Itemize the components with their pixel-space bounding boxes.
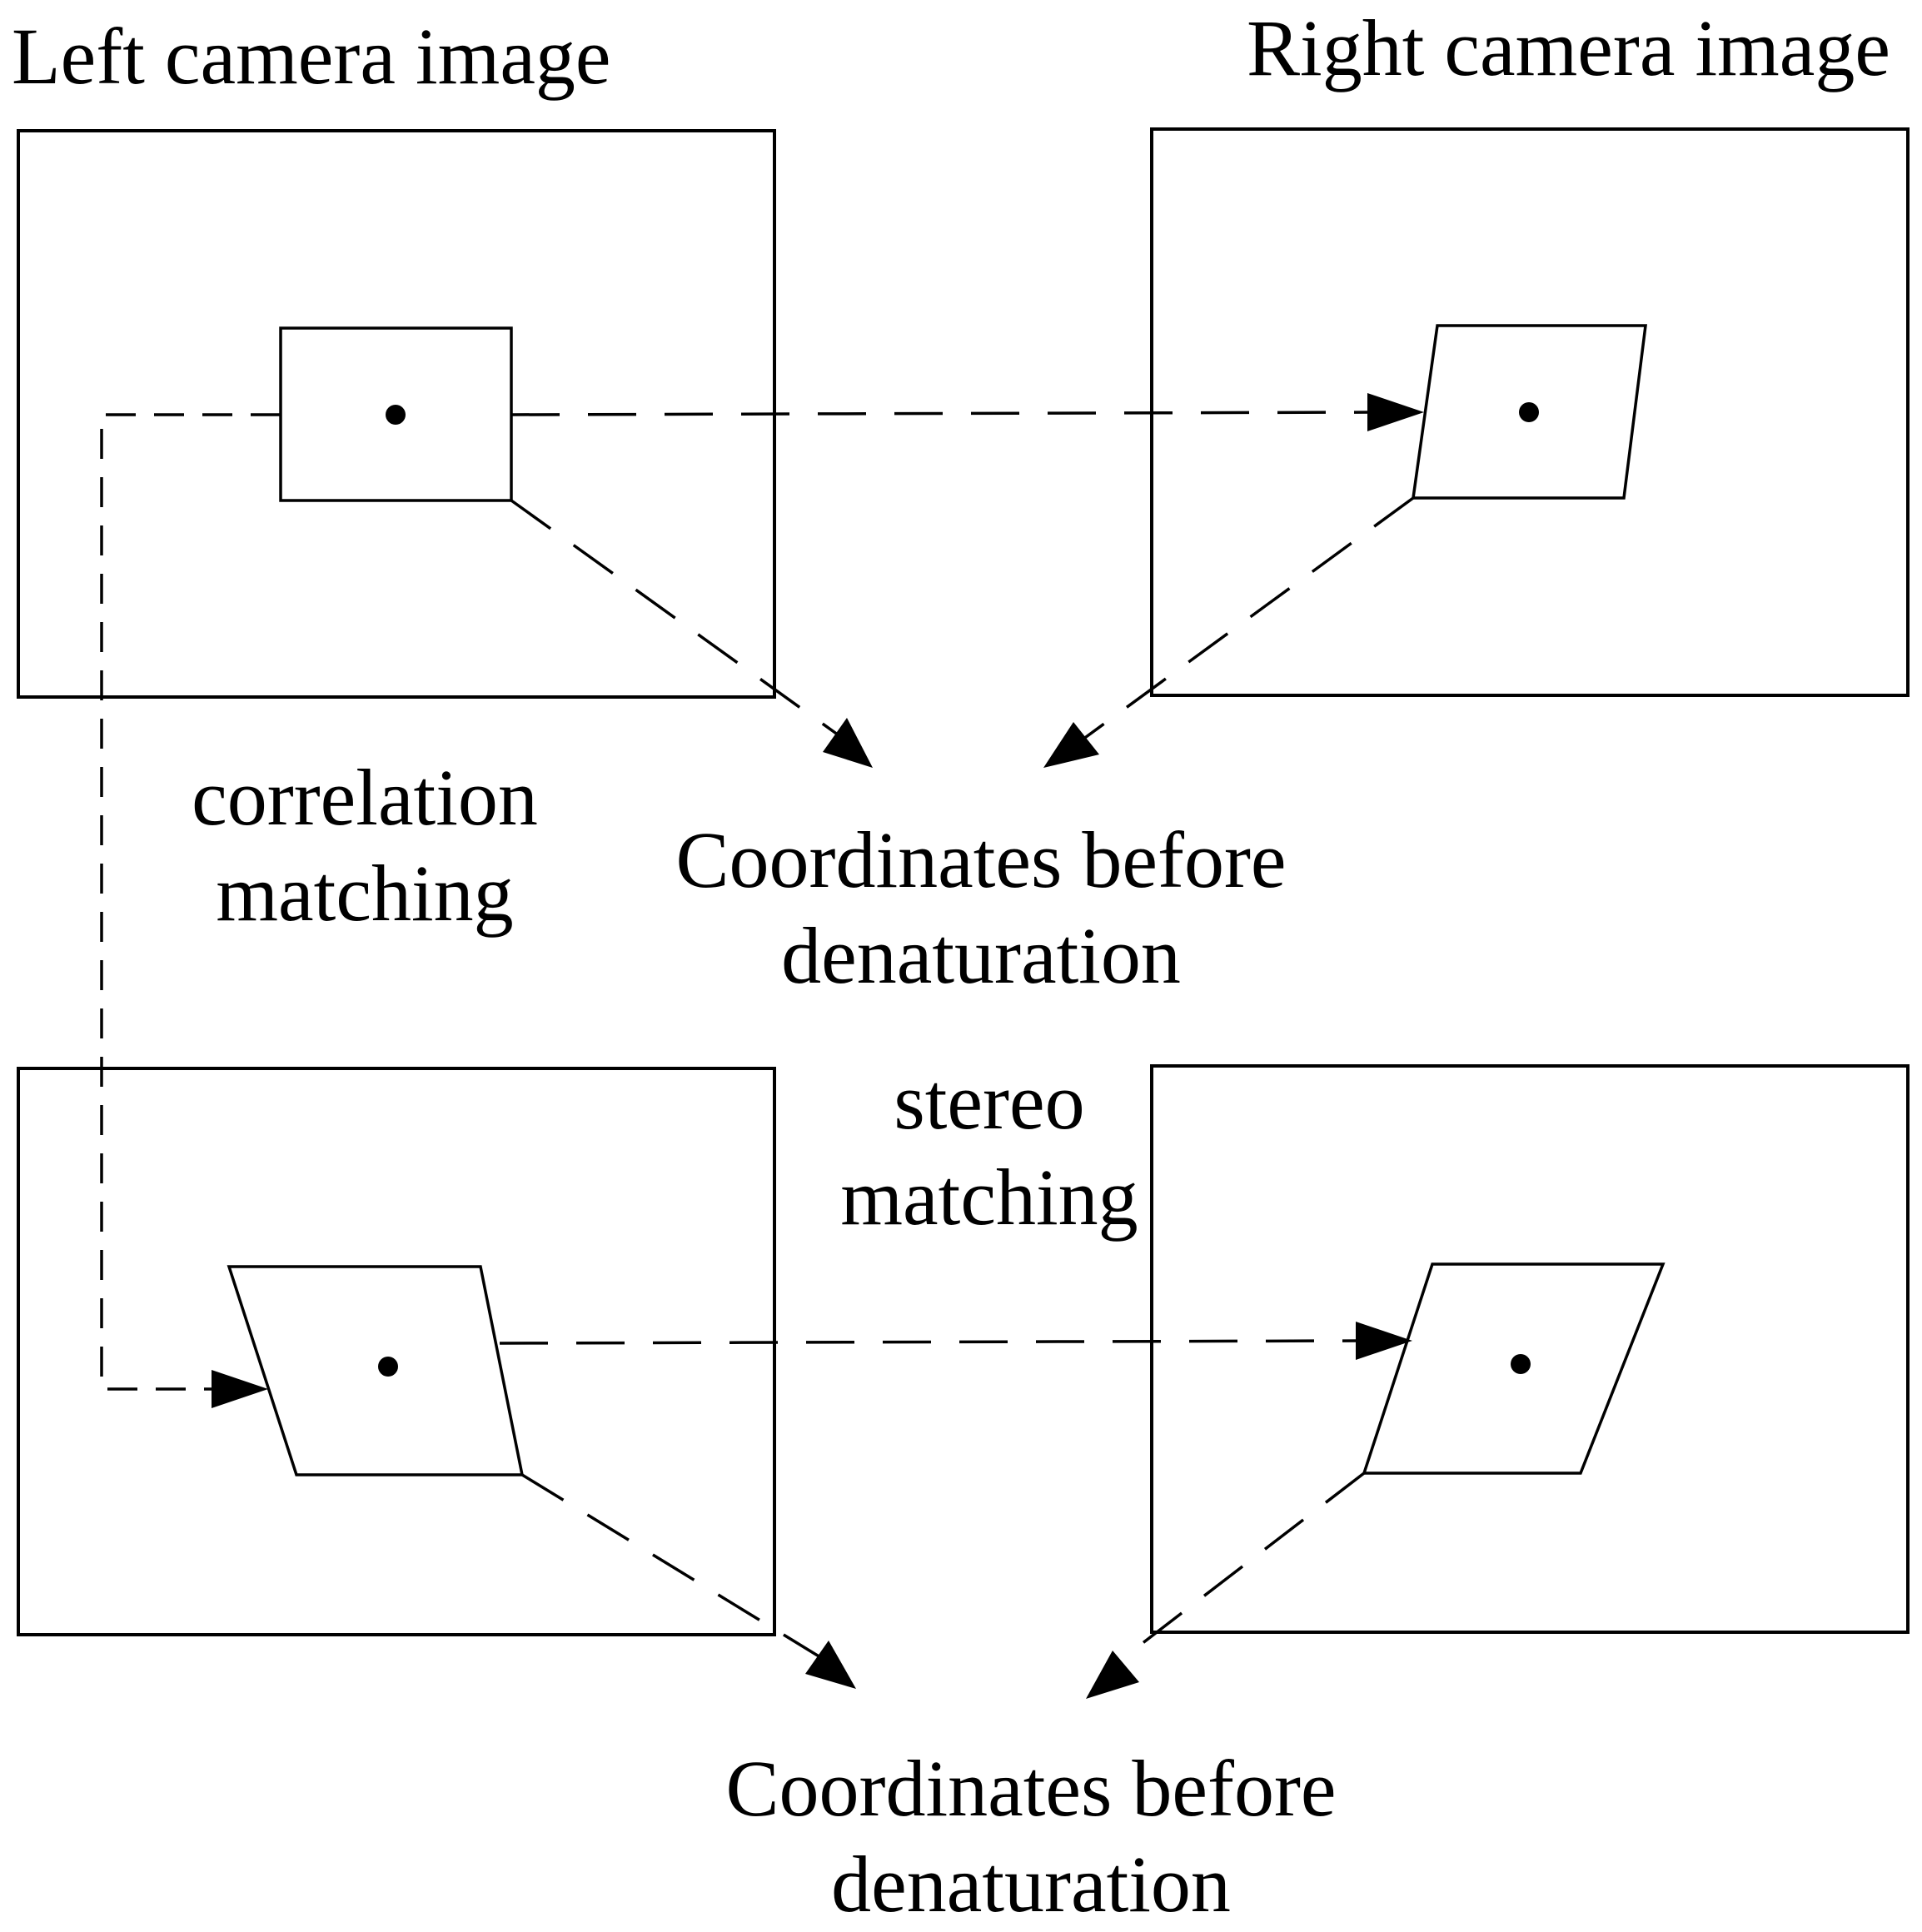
subset-center-point-top-left: [386, 405, 406, 425]
stereo-matching-label-line2: matching: [840, 1153, 1138, 1242]
arrowhead-bottom-right-to-coordinates: [1086, 1651, 1139, 1699]
arrowhead-stereo-top: [1367, 393, 1424, 431]
arrowhead-top-left-to-coordinates: [823, 718, 873, 768]
correlation-matching-label-line1: correlation: [192, 753, 538, 842]
coordinates-top-label-line2: denaturation: [781, 911, 1181, 1000]
arrow-bottom-left-to-coordinates: [521, 1473, 821, 1659]
arrowhead-top-right-to-coordinates: [1043, 722, 1099, 768]
deformed-subset-top-right: [1411, 324, 1647, 500]
subset-center-point-bottom-left: [378, 1357, 398, 1377]
stereo-matching-label-line1: stereo: [894, 1057, 1084, 1146]
left-camera-title: Left camera image: [12, 12, 611, 101]
deformed-subset-bottom-right: [1362, 1262, 1666, 1475]
deformed-subset-bottom-left: [227, 1265, 525, 1476]
arrowhead-stereo-bottom: [1356, 1322, 1412, 1360]
arrow-top-right-to-coordinates: [1081, 496, 1415, 741]
subset-center-point-bottom-right: [1511, 1354, 1531, 1374]
stereo-matching-arrow-bottom: [499, 1339, 1362, 1345]
stereo-matching-arrow-top: [510, 411, 1373, 416]
arrow-top-left-to-coordinates: [510, 499, 843, 739]
right-camera-frame-bottom: [1150, 1064, 1910, 1634]
arrow-bottom-right-to-coordinates: [1123, 1471, 1366, 1659]
left-camera-frame-bottom: [17, 1067, 776, 1636]
coordinates-bottom-label-line1: Coordinates before: [725, 1744, 1336, 1833]
arrowhead-bottom-left-to-coordinates: [805, 1641, 856, 1689]
correlation-matching-path: [100, 413, 281, 1391]
correlation-matching-label-line2: matching: [216, 849, 513, 938]
coordinates-bottom-label-line2: denaturation: [831, 1840, 1231, 1929]
arrowhead-correlation: [212, 1370, 268, 1408]
subset-center-point-top-right: [1519, 402, 1539, 422]
right-camera-title: Right camera image: [1247, 3, 1890, 92]
coordinates-top-label-line1: Coordinates before: [675, 815, 1286, 904]
